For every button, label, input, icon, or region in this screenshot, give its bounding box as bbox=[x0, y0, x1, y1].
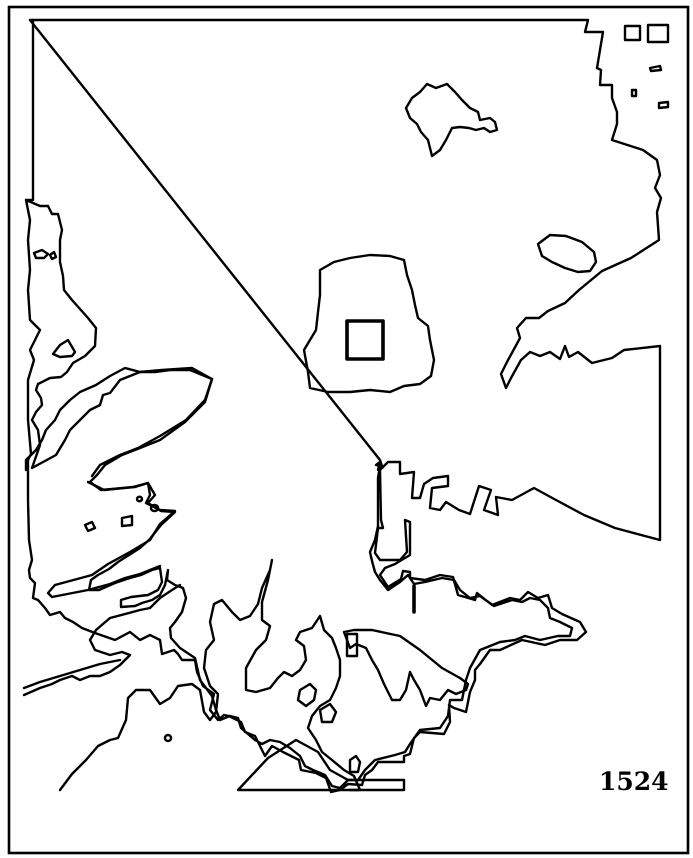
islet-dot-1 bbox=[149, 503, 160, 513]
west-tongue-outline bbox=[24, 366, 214, 478]
south-dot bbox=[163, 733, 173, 743]
southern-triangle bbox=[236, 738, 406, 792]
southeast-block bbox=[342, 628, 470, 708]
northern-boundary-line bbox=[24, 18, 35, 202]
year-label: 1524 bbox=[599, 767, 669, 796]
west-lagoon bbox=[51, 338, 77, 359]
southeast-small-rect bbox=[345, 632, 359, 658]
northeast-islet-2 bbox=[657, 100, 670, 110]
northeast-islet-1 bbox=[648, 64, 663, 73]
islet-dot-2 bbox=[135, 495, 144, 503]
map-border bbox=[7, 5, 690, 855]
lower-west-shoreline bbox=[22, 583, 182, 697]
oval-lake bbox=[536, 233, 598, 274]
northern-area-outline bbox=[24, 18, 663, 794]
west-islet-2 bbox=[48, 250, 58, 261]
northeast-block-1 bbox=[623, 24, 642, 42]
islet-round-1 bbox=[83, 520, 97, 533]
northeast-block-2 bbox=[646, 23, 670, 44]
south-inner-island-1 bbox=[296, 682, 318, 708]
southwest-tongue-outline bbox=[46, 480, 177, 599]
central-island bbox=[302, 253, 436, 394]
central-square-block bbox=[345, 319, 385, 361]
islet-small-square bbox=[120, 514, 134, 528]
south-inner-island-3 bbox=[348, 754, 362, 774]
lower-west-shoreline-2 bbox=[22, 658, 122, 690]
upper-middle-island bbox=[404, 82, 499, 158]
northeast-islet-3 bbox=[630, 88, 638, 98]
west-islet-1 bbox=[32, 248, 50, 260]
southern-coast bbox=[58, 558, 362, 792]
south-inner-island-2 bbox=[318, 702, 338, 724]
